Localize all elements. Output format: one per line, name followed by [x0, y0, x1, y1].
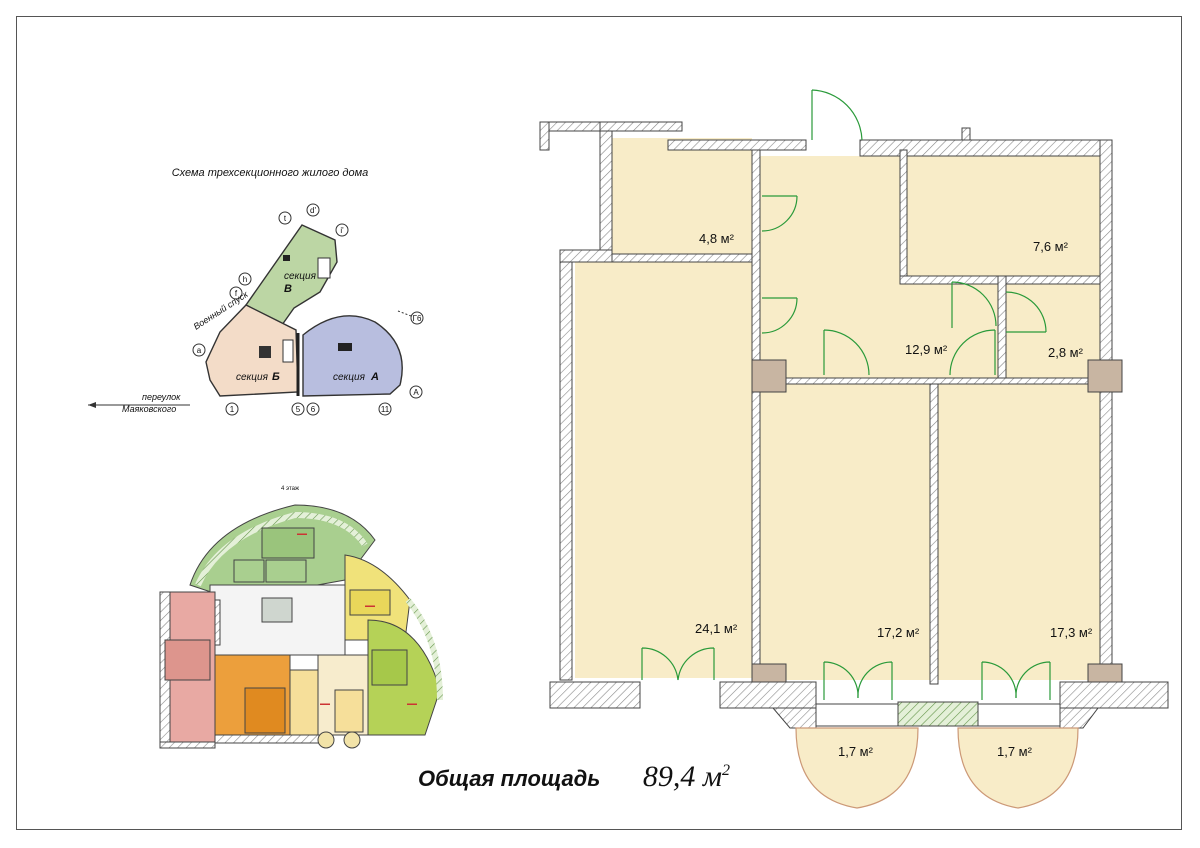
- area-bedroom1: 17,2 м²: [877, 625, 920, 640]
- svg-text:11: 11: [381, 405, 390, 414]
- svg-text:1: 1: [230, 405, 235, 414]
- section-v-stair-icon: [283, 255, 290, 261]
- lane-arrow-head: [88, 402, 96, 408]
- building-scheme: Схема трехсекционного жилого дома секция…: [88, 167, 424, 416]
- section-v-label: секция: [284, 271, 317, 282]
- section-a-label: секция: [333, 372, 366, 383]
- area-balcony1: 1,7 м²: [838, 744, 874, 759]
- total-value: 89,4 м2: [643, 760, 730, 793]
- svg-text:i': i': [340, 226, 344, 235]
- balcony-2: [957, 727, 1079, 809]
- section-v-letter: В: [284, 283, 292, 295]
- scheme-title: Схема трехсекционного жилого дома: [172, 167, 369, 179]
- svg-text:h: h: [243, 275, 247, 284]
- svg-text:6: 6: [311, 405, 316, 414]
- svg-text:d': d': [310, 206, 316, 215]
- page-frame: [16, 16, 1182, 830]
- area-hall: 12,9 м²: [905, 342, 948, 357]
- section-b-core: [282, 339, 294, 363]
- section-a-shape: [302, 315, 403, 397]
- section-b-label: секция: [236, 372, 269, 383]
- section-b-stair-icon: [259, 346, 271, 358]
- svg-text:▬▬: ▬▬: [297, 531, 307, 537]
- total-value-sup: 2: [721, 762, 730, 779]
- area-bedroom-small: 7,6 м²: [1033, 239, 1069, 254]
- section-a-stair-icon: [338, 343, 352, 351]
- area-balcony2: 1,7 м²: [997, 744, 1033, 759]
- street-lane-line1: переулок: [142, 392, 181, 402]
- section-b-shape: [205, 304, 299, 397]
- svg-text:Г6: Г6: [413, 314, 422, 323]
- floor-plan-thumbnail: 4 этаж ▬▬ ▬▬ ▬▬ ▬▬: [159, 486, 443, 749]
- area-bathroom: 2,8 м²: [1048, 345, 1084, 360]
- total-area: Общая площадь 89,4 м2: [418, 760, 730, 794]
- area-storage: 4,8 м²: [699, 231, 735, 246]
- svg-text:▬▬: ▬▬: [365, 603, 375, 609]
- area-bedroom2: 17,3 м²: [1050, 625, 1093, 640]
- balcony-1: [795, 727, 919, 809]
- axis-markers: t d' i' h f a 1 5 6 11 A Г6: [192, 203, 424, 416]
- svg-text:5: 5: [296, 405, 301, 414]
- svg-text:t: t: [284, 214, 287, 223]
- svg-text:▬▬: ▬▬: [407, 701, 417, 707]
- section-a-letter: А: [370, 371, 379, 383]
- section-v-core: [317, 257, 331, 279]
- svg-text:▬▬: ▬▬: [320, 701, 330, 707]
- svg-text:A: A: [413, 388, 419, 397]
- area-living: 24,1 м²: [695, 621, 738, 636]
- street-lane-line2: Маяковского: [122, 404, 176, 414]
- floor-label: 4 этаж: [281, 486, 299, 492]
- total-label: Общая площадь: [418, 766, 601, 791]
- total-value-number: 89,4 м: [642, 760, 722, 793]
- svg-text:f: f: [235, 289, 238, 298]
- green-window: [897, 701, 979, 727]
- apartment-plan: 4,8 м² 7,6 м² 12,9 м² 2,8 м² 24,1 м² 17,…: [539, 89, 1169, 809]
- svg-text:a: a: [197, 346, 202, 355]
- section-b-letter: Б: [272, 371, 280, 383]
- doors: [641, 89, 1051, 700]
